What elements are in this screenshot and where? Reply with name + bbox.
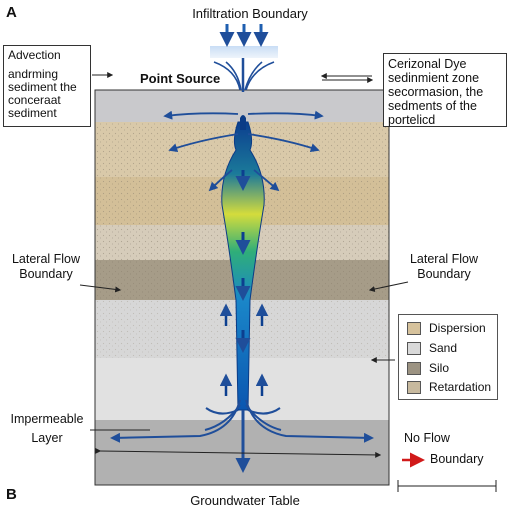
legend-label: Retardation — [429, 380, 492, 394]
bottom-spread-flow — [110, 399, 374, 473]
groundwater-table-title: Groundwater Table — [190, 493, 300, 508]
lateral-left-line-1: Lateral Flow — [11, 252, 81, 266]
legend-label: Silo — [429, 361, 450, 375]
dye-line-5: portelicd — [388, 113, 436, 127]
legend-swatch-dispersion — [407, 321, 421, 335]
lateral-flow-left: Lateral Flow Boundary — [2, 252, 90, 282]
legend-item-retardation: Retardation — [407, 380, 491, 394]
advection-line-4: sediment — [8, 106, 57, 120]
legend-item-dispersion: Dispersion — [407, 321, 486, 335]
legend: Dispersion Sand Silo Retardation — [398, 314, 498, 400]
no-flow-label: No Flow — [404, 431, 450, 445]
advection-line-1: andrming — [8, 67, 59, 81]
impermeable-layer-label: Impermeable Layer — [0, 412, 94, 446]
panel-label-b: B — [6, 486, 17, 503]
legend-swatch-silo — [407, 361, 421, 375]
advection-heading: Advection — [8, 48, 61, 62]
dye-callout: Cerizonal Dye sedinmient zone secormasio… — [383, 53, 507, 127]
legend-swatch-retardation — [407, 380, 421, 394]
advection-line-3: conceraat — [8, 93, 61, 107]
advection-callout: Advection andrming sediment the conceraa… — [3, 45, 91, 127]
impermeable-line-1: Impermeable — [10, 412, 84, 426]
lateral-right-line-1: Lateral Flow — [409, 252, 479, 266]
infiltration-boundary-title: Infiltration Boundary — [192, 6, 308, 21]
dye-line-2: sedinmient zone — [388, 71, 480, 85]
pointer-lines — [79, 72, 497, 492]
lateral-left-line-2: Boundary — [19, 267, 73, 281]
dye-line-1: Cerizonal Dye — [388, 57, 467, 71]
lateral-flow-right: Lateral Flow Boundary — [400, 252, 488, 282]
dye-line-4: sedments of the — [388, 99, 477, 113]
point-source-label: Point Source — [140, 71, 221, 86]
legend-label: Sand — [429, 341, 458, 355]
no-flow-boundary-label: Boundary — [430, 452, 484, 466]
dye-line-3: secormasion, the — [388, 85, 484, 99]
legend-label: Dispersion — [429, 321, 486, 335]
impermeable-line-2: Layer — [31, 431, 63, 445]
upflow-arrows — [219, 303, 269, 396]
panel-label-a: A — [6, 4, 17, 21]
lateral-right-line-2: Boundary — [417, 267, 471, 281]
legend-swatch-sand — [407, 341, 421, 355]
legend-item-silo: Silo — [407, 361, 449, 375]
advection-line-2: sediment the — [8, 80, 77, 94]
flow-arrows-top — [163, 110, 324, 192]
legend-item-sand: Sand — [407, 341, 457, 355]
infiltration-source — [210, 24, 278, 92]
